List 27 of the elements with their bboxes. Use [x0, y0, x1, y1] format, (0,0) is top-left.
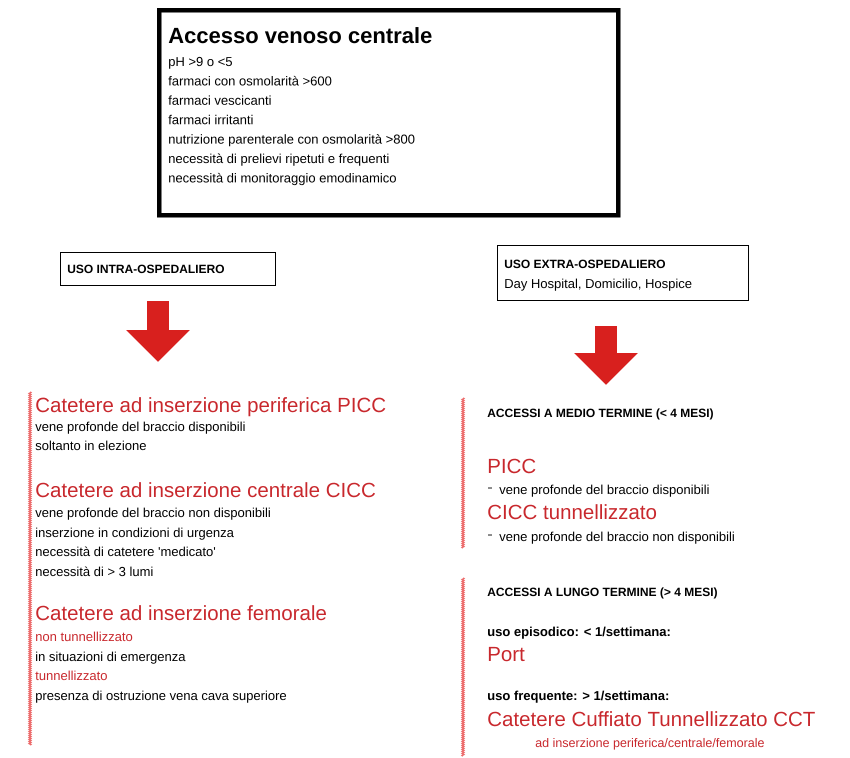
frequency-label: uso episodico: < 1/settimana: — [488, 626, 670, 639]
criterion-text: vene profonde del braccio disponibili — [35, 422, 245, 434]
criterion-text: necessità di catetere 'medicato' — [36, 546, 216, 556]
criterion-text: vene profonde del braccio non disponibili — [35, 508, 270, 520]
frequency-label: uso frequente: > 1/settimana: — [488, 690, 668, 703]
list-item: vene profonde del braccio non disponibili — [488, 532, 734, 544]
catheter-heading: CICC tunnellizzato — [488, 504, 656, 520]
catheter-heading: PICC — [488, 458, 536, 474]
catheter-heading: Catetere ad inserzione centrale CICC — [36, 482, 376, 498]
catheter-type: non tunnellizzato — [36, 632, 132, 642]
catheter-heading: Catetere ad inserzione femorale — [36, 605, 326, 620]
section-heading: ACCESSI A LUNGO TERMINE (> 4 MESI) — [488, 587, 717, 598]
catheter-subtitle: ad inserzione periferica/centrale/femorale — [536, 738, 764, 750]
criterion-text: necessità di > 3 lumi — [36, 566, 152, 576]
criterion-text: soltanto in elezione — [36, 440, 146, 450]
catheter-heading: Catetere Cuffiato Tunnellizzato CCT — [488, 711, 815, 726]
criterion-text: presenza di ostruzione vena cava superiore — [36, 690, 286, 703]
catheter-heading: Catetere ad inserzione periferica PICC — [36, 397, 386, 416]
criterion-text: inserzione in condizioni di urgenza — [36, 528, 234, 540]
category-box: USO EXTRA-OSPEDALIERO Day Hospital, Domicilio, Hospice — [497, 245, 750, 301]
category-box: USO INTRA-OSPEDALIERO — [60, 252, 276, 286]
catheter-heading: Port — [488, 646, 525, 662]
criteria-box: Accesso venoso centrale pH >9 o <5 farmaci con osmolarità >600 farmaci vescicanti farmaci irritanti nutrizione parenterale con osmolarità >800 necessità di prelievi ripetuti e frequenti necessità di monitoraggio emodinamico — [157, 8, 620, 218]
list-item: vene profonde del braccio disponibili — [488, 484, 709, 497]
criterion-text: in situazioni di emergenza — [36, 652, 186, 664]
catheter-type: tunnellizzato — [35, 670, 107, 680]
section-heading: ACCESSI A MEDIO TERMINE (< 4 MESI) — [488, 408, 713, 420]
